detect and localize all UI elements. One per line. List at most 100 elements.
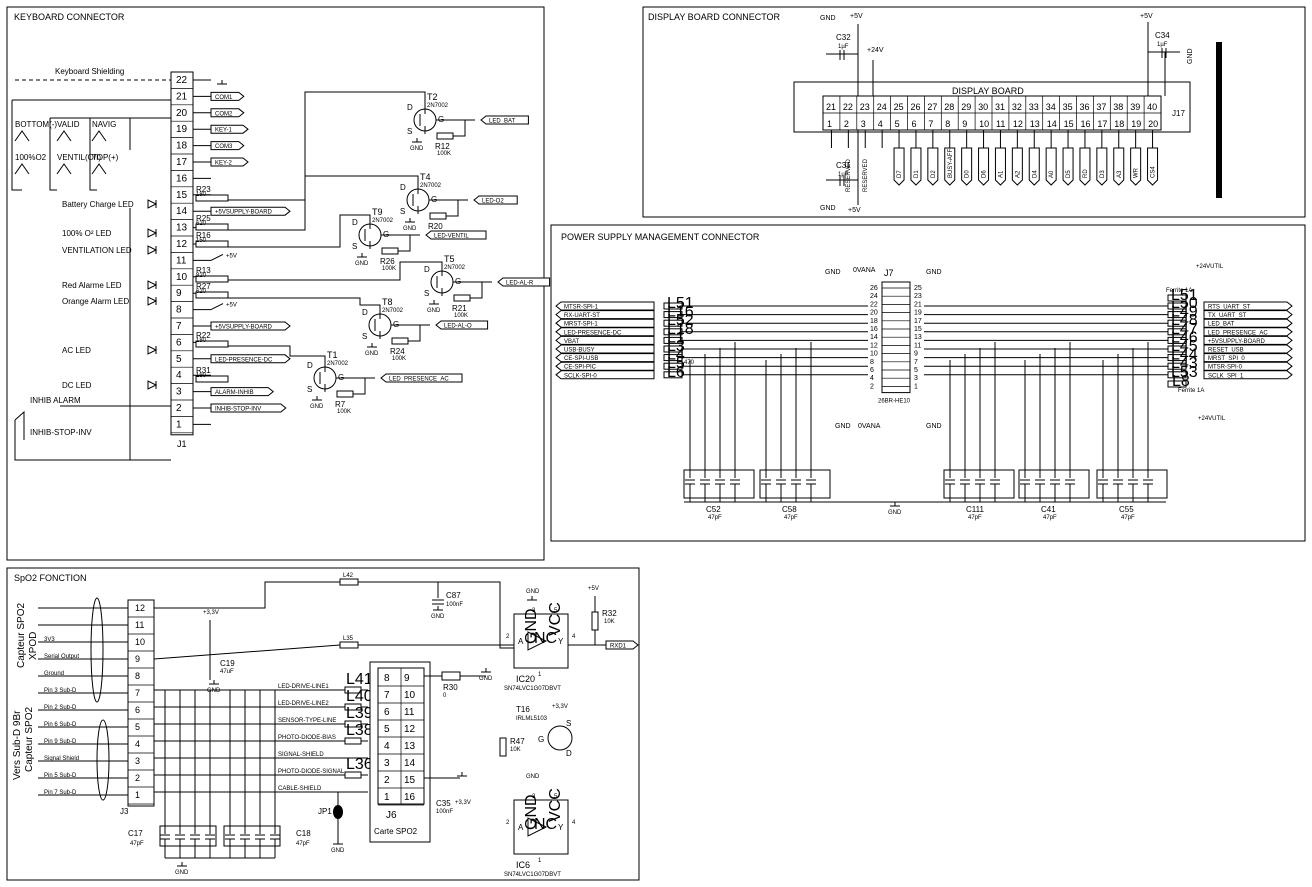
switch-symbol (14, 163, 30, 175)
transistor-ref: T9 (372, 207, 383, 217)
resistor-val: 100K (382, 266, 396, 272)
j3-label-8: Pin 9 Sub-D (44, 739, 77, 745)
spo2-title: SpO2 FONCTION (14, 573, 87, 583)
top-gnd: GND (926, 269, 942, 276)
j7-right-pin-19: 19 (914, 310, 922, 317)
j3-pin-7: 7 (135, 688, 140, 698)
inductor-ref: L16 (667, 304, 694, 321)
j3-label-9: Signal Shield (44, 756, 79, 762)
l42-ref: L42 (343, 573, 354, 579)
j7-right-pin-25: 25 (914, 285, 922, 292)
inductor-ref: L4 (667, 347, 685, 364)
resistor-r27 (195, 291, 229, 299)
c17-val: 47pF (130, 841, 144, 847)
display-net-tag (978, 147, 990, 186)
switch-symbol (56, 130, 72, 142)
transistor-type: 2N7002 (420, 183, 442, 189)
ic-pin: 5 (554, 794, 558, 800)
resistor-r16 (195, 240, 229, 248)
ic-gnd: GND (523, 608, 540, 644)
net-led-drive-line2: LED-DRIVE-LINE2 (278, 701, 329, 707)
display-net-tag (994, 147, 1006, 186)
j1-pin-12: 12 (176, 239, 188, 250)
j7-part: 26BR-HE10 (878, 399, 911, 405)
ic20-part: SN74LVC1G07DBVT (504, 686, 561, 692)
j1-pin-2: 2 (176, 403, 182, 414)
pin-s: S (407, 127, 412, 136)
j3-pin-3: 3 (135, 756, 140, 766)
c87-val: 100nF (446, 602, 463, 608)
net-sclk_spi_1 (1203, 370, 1293, 380)
j3-pin-12: 12 (135, 603, 145, 613)
ic-pin: 1 (538, 672, 542, 678)
j3-label-7: Pin 6 Sub-D (44, 722, 77, 728)
resistor-val: 180 (196, 373, 207, 379)
net-reset_usb-text: RESET_USB (1208, 348, 1244, 354)
j1-pin-4: 4 (176, 370, 182, 381)
j1-pin-18: 18 (176, 141, 188, 152)
net-ce-spi-usb-text: CE-SPI-USB (564, 356, 598, 362)
resistor-r21 (453, 294, 471, 302)
rail-label-5v: +5V (226, 303, 237, 309)
pin-s: S (307, 385, 312, 394)
cap-c34-val: 1µF (1157, 42, 1168, 48)
ic20-ref: IC20 (516, 674, 535, 684)
net-vbat-text: VBAT (564, 339, 580, 345)
rail-33-c19: +3,3V (203, 610, 219, 616)
switch-bus (89, 118, 97, 191)
inductor-l42 (339, 578, 359, 586)
shield-ellipse (90, 597, 104, 703)
bot-gnd: GND (926, 423, 942, 430)
net-usb-busy (555, 344, 655, 354)
j7-left-pin-8: 8 (870, 359, 874, 366)
inhib-wire (129, 208, 171, 461)
switch-symbol (91, 130, 107, 142)
j3-label-4: Ground (44, 671, 64, 677)
switch-label: VENTIL(O/I) (57, 153, 101, 162)
j1-pin-20: 20 (176, 108, 188, 119)
top-bus (154, 581, 340, 609)
inductor-ref: L43 (1171, 355, 1198, 372)
j7-left-pin-18: 18 (870, 318, 878, 325)
gnd-label: GND (331, 848, 345, 854)
display-net-text: D5 (1066, 170, 1072, 178)
j7-left-pin-2: 2 (870, 383, 874, 390)
display-net-text: WR (1134, 167, 1140, 178)
resistor-ref: R26 (380, 257, 395, 266)
net-mtsr-spi-1-text: MTSR-SPI-1 (564, 305, 599, 311)
display-bottom-pin-2: 2 (844, 119, 849, 129)
resistor-r22 (195, 340, 229, 348)
j6-right-10: 10 (404, 690, 416, 701)
j7-right-pin-21: 21 (914, 301, 922, 308)
drain-wire (228, 214, 371, 248)
ic-pin: 1 (538, 858, 542, 864)
r47-ref: R47 (510, 737, 525, 746)
inductor-ref: L41 (346, 671, 373, 688)
j6-right-9: 9 (404, 673, 410, 684)
j7-right-pin-1: 1 (914, 383, 918, 390)
display-top-pin-31: 31 (995, 102, 1005, 112)
display-net-tag (1079, 147, 1091, 186)
drain-wire (228, 91, 426, 201)
display-top-pin-26: 26 (911, 102, 921, 112)
display-top-pin-40: 40 (1147, 102, 1157, 112)
display-bottom-pin-6: 6 (912, 119, 917, 129)
display-net-tag (893, 147, 905, 186)
j7-right-pin-11: 11 (914, 342, 921, 349)
inductor-l40 (344, 703, 362, 711)
rail-5v: +5V (848, 207, 861, 214)
display-net-reserved: RESERVED (863, 158, 869, 192)
net-led-presence-dc-text: LED-PRESENCE-DC (564, 330, 622, 336)
resistor-ref: R12 (435, 142, 450, 151)
switch-label: NAVIG (92, 120, 116, 129)
transistor-ref: T4 (420, 172, 431, 182)
switch-label: VALID (57, 120, 80, 129)
display-bottom-pin-1: 1 (827, 119, 832, 129)
inhib-alarm-label: INHIB ALARM (30, 396, 81, 405)
display-bottom-pin-12: 12 (1013, 119, 1023, 129)
display-top-pin-27: 27 (927, 102, 937, 112)
j6-left-6: 6 (384, 707, 390, 718)
display-bottom-pin-11: 11 (996, 119, 1005, 129)
display-title: DISPLAY BOARD CONNECTOR (648, 12, 781, 22)
inductor-ref: L44 (1171, 347, 1198, 364)
